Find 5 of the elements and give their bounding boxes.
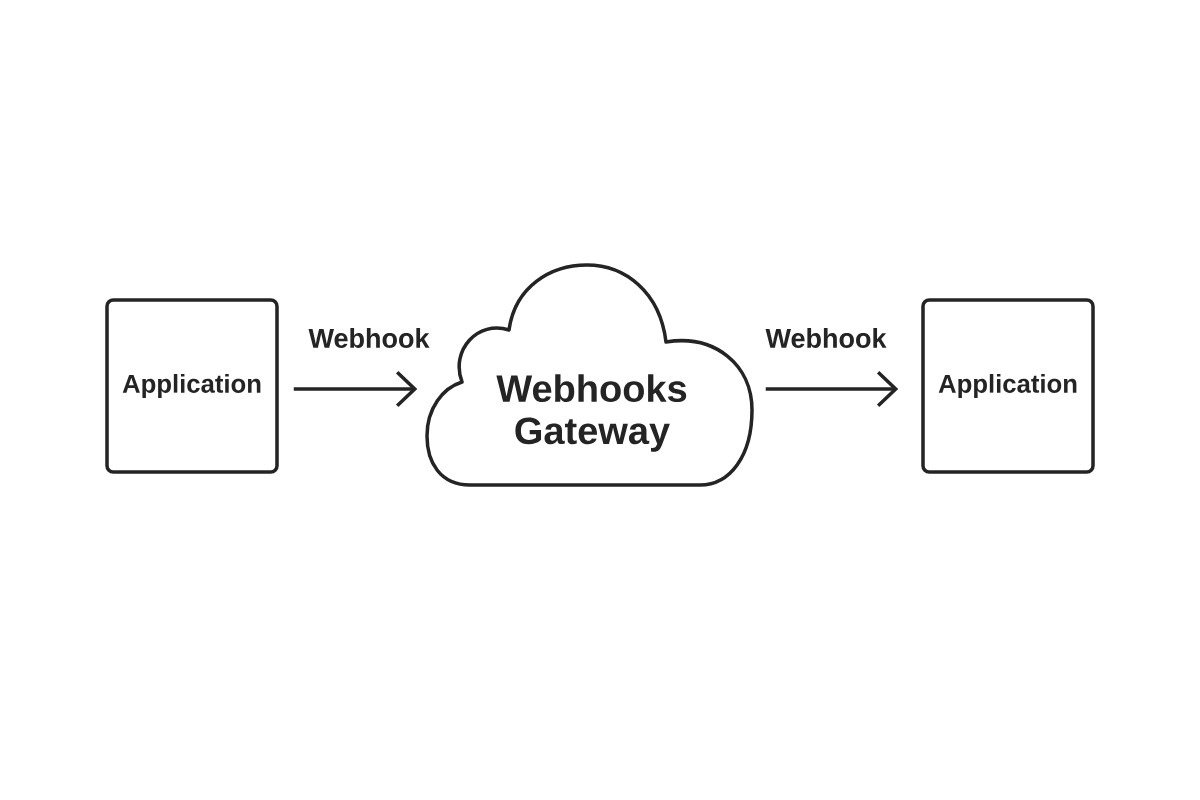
arrow (293, 371, 418, 407)
application-box: Application (105, 298, 279, 474)
application-box: Application (921, 298, 1095, 474)
edge-label: Webhook (762, 324, 890, 352)
arrow (765, 371, 899, 407)
